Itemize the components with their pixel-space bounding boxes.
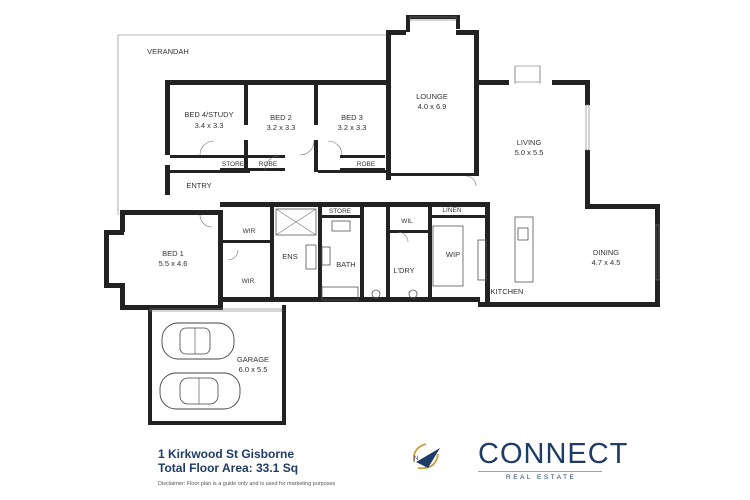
verandah-outline <box>117 34 386 215</box>
property-address: 1 Kirkwood St Gisborne <box>158 447 295 461</box>
room-labels: VERANDAH BED 4/STUDY 3.4 x 3.3 BED 2 3.2… <box>147 47 620 374</box>
living-name: LIVING <box>517 138 542 147</box>
total-floor-area: Total Floor Area: 33.1 Sq <box>158 461 299 475</box>
bed2-size: 3.2 x 3.3 <box>267 123 296 132</box>
wir2-label: WIR <box>242 278 255 285</box>
garage-name: GARAGE <box>237 355 269 364</box>
store2-label: STORE <box>329 208 352 215</box>
brand-logo: CONNECT <box>478 438 629 470</box>
car-icon <box>159 372 241 410</box>
robe1-label: ROBE <box>259 161 278 168</box>
ens-label: ENS <box>282 252 297 261</box>
wil-label: WIL <box>401 218 413 225</box>
linen-label: LINEN <box>442 207 461 214</box>
ldry-label: L'DRY <box>393 266 414 275</box>
brand-subtitle: REAL ESTATE <box>506 474 577 481</box>
robe2-label: ROBE <box>357 161 376 168</box>
bed2-name: BED 2 <box>270 113 292 122</box>
brand-divider <box>478 471 602 472</box>
wip-label: WIP <box>446 250 460 259</box>
store1-label: STORE <box>222 161 245 168</box>
walls <box>104 15 660 425</box>
compass-north-label: N <box>414 456 418 462</box>
bed4-name: BED 4/STUDY <box>184 110 233 119</box>
bed1-name: BED 1 <box>162 249 184 258</box>
living-size: 5.0 x 5.5 <box>515 148 544 157</box>
verandah-label: VERANDAH <box>147 47 189 56</box>
lounge-name: LOUNGE <box>416 92 448 101</box>
disclaimer-text: Disclaimer: Floor plan is a guide only a… <box>158 481 336 487</box>
dining-name: DINING <box>593 248 619 257</box>
lounge-size: 4.0 x 6.9 <box>418 102 447 111</box>
entry-label: ENTRY <box>186 181 211 190</box>
kitchen-label: KITCHEN <box>491 287 524 296</box>
bed3-size: 3.2 x 3.3 <box>338 123 367 132</box>
compass-icon: N <box>412 443 440 470</box>
bed3-name: BED 3 <box>341 113 363 122</box>
windows <box>149 16 660 312</box>
bed1-size: 5.5 x 4.6 <box>159 259 188 268</box>
fixtures <box>275 208 534 301</box>
garage-size: 6.0 x 5.5 <box>239 365 268 374</box>
doors <box>199 65 541 261</box>
car-icon <box>161 322 235 360</box>
bath-label: BATH <box>336 260 355 269</box>
wir1-label: WIR <box>243 228 256 235</box>
dining-size: 4.7 x 4.5 <box>592 258 621 267</box>
bed4-size: 3.4 x 3.3 <box>195 121 224 130</box>
